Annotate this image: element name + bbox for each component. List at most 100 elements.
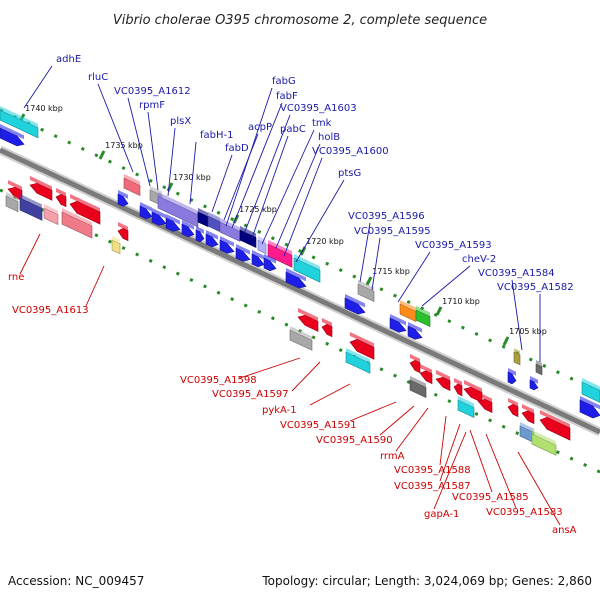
leader-line [511, 279, 523, 351]
gene-label-forward[interactable]: VC0395_A1600 [312, 146, 389, 157]
gene-feature [117, 190, 129, 207]
gene-label-reverse[interactable]: VC0395_A1613 [12, 305, 89, 316]
gene-label-reverse[interactable]: rne [8, 272, 24, 283]
gene-feature [415, 306, 431, 328]
gene-label-reverse[interactable]: VC0395_A1583 [486, 507, 563, 518]
gene-feature [197, 208, 209, 228]
gene-label-reverse[interactable]: pykA-1 [262, 405, 297, 416]
gene-label-forward[interactable]: plsX [170, 116, 191, 127]
gene-label-reverse[interactable]: ansA [552, 525, 577, 536]
gene-feature [235, 244, 251, 262]
gene-feature [435, 370, 451, 392]
gene-label-forward[interactable]: VC0395_A1584 [478, 268, 555, 279]
leader-line [211, 154, 233, 213]
gene-label-forward[interactable]: fabG [272, 76, 296, 87]
leader-line [439, 415, 447, 466]
leader-line [397, 251, 431, 303]
gene-label-reverse[interactable]: VC0395_A1598 [180, 375, 257, 386]
leader-line [85, 265, 105, 307]
tick-mark [98, 150, 106, 160]
leader-line [469, 429, 493, 493]
gene-label-forward[interactable]: VC0395_A1596 [348, 211, 425, 222]
gene-label-forward[interactable]: pabC [280, 124, 306, 135]
gene-label-forward[interactable]: VC0395_A1603 [280, 103, 357, 114]
leader-line [359, 222, 371, 283]
gene-label-reverse[interactable]: VC0395_A1590 [316, 435, 393, 446]
gene-label-forward[interactable]: fabH-1 [200, 130, 234, 141]
gene-feature [239, 226, 257, 248]
gene-label-forward[interactable]: fabD [225, 143, 249, 154]
leader-line [231, 102, 283, 229]
gene-feature [205, 230, 219, 248]
gene-feature [477, 392, 493, 414]
gene-feature [357, 280, 375, 302]
leader-line [167, 127, 176, 197]
gene-label-forward[interactable]: tmk [312, 118, 332, 129]
kbp-tick-label: 1735 kbp [105, 141, 143, 150]
gene-feature [117, 222, 129, 242]
leader-line [283, 157, 323, 257]
gene-labels: adhE rluC VC0395_A1612 rpmF plsX fabH-1 fabD ac… [8, 54, 577, 536]
gene-label-reverse[interactable]: VC0395_A1591 [280, 420, 357, 431]
gene-label-forward[interactable]: VC0395_A1612 [114, 86, 191, 97]
gene-label-forward[interactable]: fabF [276, 91, 298, 102]
gene-label-forward[interactable]: VC0395_A1582 [497, 282, 574, 293]
gene-feature [507, 368, 517, 385]
gene-feature [157, 192, 199, 228]
gene-feature [529, 376, 539, 391]
leader-line [189, 141, 197, 205]
gene-label-forward[interactable]: rpmF [139, 100, 165, 111]
gene-feature [29, 176, 53, 201]
gene-feature [251, 250, 265, 268]
gene-feature [579, 396, 600, 419]
gene-feature [257, 236, 267, 255]
gene-feature [453, 378, 463, 397]
gene-label-reverse[interactable]: VC0395_A1587 [394, 481, 471, 492]
gene-label-forward[interactable]: acpP [248, 122, 272, 133]
gene-label-forward[interactable]: VC0395_A1593 [415, 240, 492, 251]
gene-feature [263, 254, 277, 272]
leader-line [291, 361, 321, 392]
gene-feature [409, 376, 427, 398]
gene-label-forward[interactable]: cheV-2 [462, 254, 496, 265]
gene-label-forward[interactable]: rluC [88, 72, 108, 83]
leader-line [421, 265, 471, 307]
gene-label-reverse[interactable]: gapA-1 [424, 509, 459, 520]
chromosome-backbone [0, 145, 600, 437]
gene-feature [285, 268, 307, 289]
gene-label-forward[interactable]: holB [318, 132, 340, 143]
gene-feature [419, 364, 433, 385]
leader-line [485, 433, 517, 509]
gene-feature [43, 204, 59, 226]
gene-feature [165, 214, 181, 232]
gene-feature [5, 192, 19, 213]
gene-feature [399, 300, 417, 322]
gene-feature [55, 188, 67, 208]
gene-feature [345, 348, 371, 374]
leader-line [23, 65, 53, 109]
gene-label-reverse[interactable]: VC0395_A1597 [212, 389, 289, 400]
gene-label-forward[interactable]: VC0395_A1595 [354, 226, 431, 237]
gene-feature [69, 194, 101, 225]
kbp-tick-label: 1710 kbp [442, 297, 480, 306]
gene-feature [297, 308, 319, 332]
gene-feature [207, 212, 221, 233]
gene-label-reverse[interactable]: rrmA [380, 451, 405, 462]
tick-guide-forward [0, 108, 600, 394]
gene-feature [457, 396, 475, 418]
tick-mark [365, 276, 373, 286]
gene-label-reverse[interactable]: VC0395_A1585 [452, 492, 529, 503]
gene-feature [407, 322, 423, 340]
gene-feature [581, 378, 600, 403]
leader-line [243, 114, 291, 235]
gene-label-forward[interactable]: ptsG [338, 168, 361, 179]
gene-feature [61, 208, 93, 239]
gene-label-forward[interactable]: adhE [56, 54, 81, 65]
gene-feature [219, 236, 235, 254]
gene-feature [123, 174, 141, 196]
gene-feature [535, 360, 543, 376]
kbp-tick-label: 1720 kbp [306, 237, 344, 246]
gene-label-reverse[interactable]: VC0395_A1588 [394, 465, 471, 476]
